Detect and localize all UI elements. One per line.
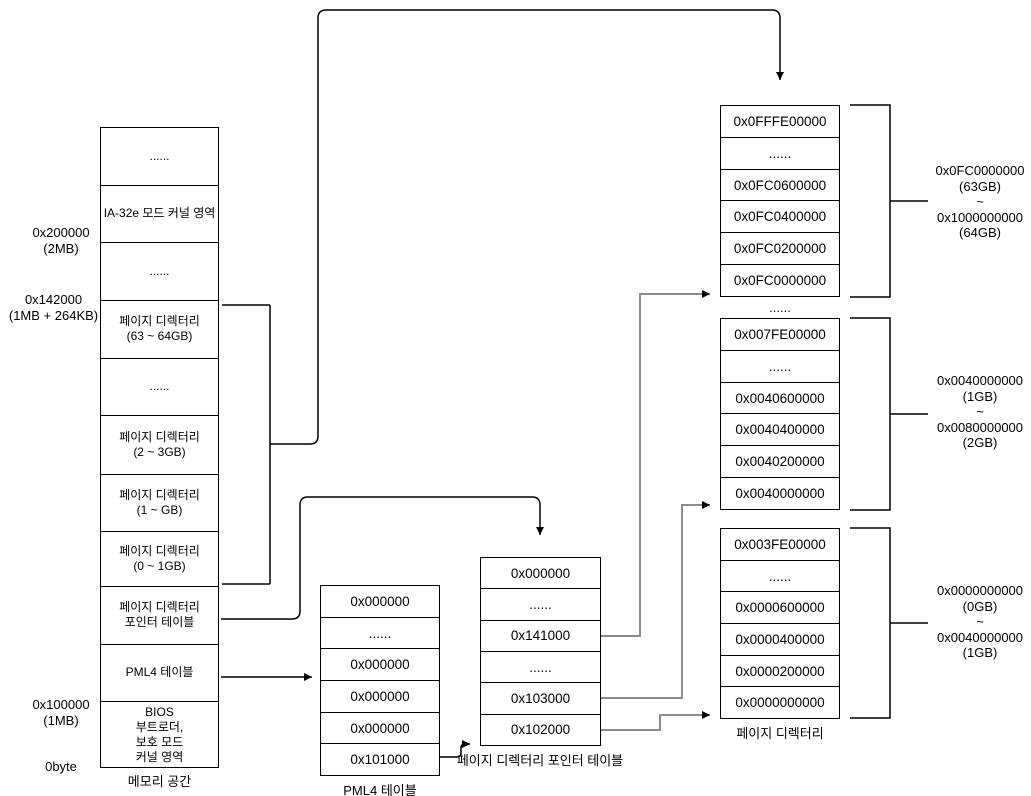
memory-row-pd-63-64gb: 페이지 디렉터리 (63 ~ 64GB) [101, 301, 218, 359]
pml4-table: 0x000000 ...... 0x000000 0x000000 0x0000… [320, 585, 440, 776]
pd-row: 0x0040200000 [721, 446, 839, 479]
pd-row: 0x0000600000 [721, 592, 839, 625]
memory-row-pd-0-1gb: 페이지 디렉터리 (0 ~ 1GB) [101, 532, 218, 587]
pd-row: 0x0FC0400000 [721, 201, 839, 234]
pd-row: 0x0000400000 [721, 624, 839, 656]
range-label-1-2gb: 0x0040000000 (1GB) ~ 0x0080000000 (2GB) [936, 373, 1024, 450]
pdpt-table: 0x000000 ...... 0x141000 ...... 0x103000… [480, 557, 601, 746]
pd-row: 0x0FFFE00000 [721, 106, 839, 138]
arrow-pdpt-141000-to-pd-63gb [601, 290, 710, 637]
pdpt-row: ...... [481, 652, 600, 684]
pd-row: 0x0FC0600000 [721, 170, 839, 202]
pd-row: 0x0000200000 [721, 656, 839, 688]
addr-label-142000: 0x142000 (1MB + 264KB) [8, 292, 99, 323]
pd-row: 0x0040000000 [735, 486, 825, 502]
arrow-pagedirs-to-top-block [270, 9, 784, 445]
pd-gap-ellipsis: ...... [769, 300, 791, 315]
pd-row: 0x0000000000 [735, 695, 825, 711]
page-directory-block-63-64gb: 0x0FFFE00000 ...... 0x0FC0600000 0x0FC04… [720, 105, 840, 297]
pd-row: 0x0040400000 [721, 414, 839, 447]
pdpt-row: 0x000000 [481, 558, 600, 590]
pd-row: 0x0040600000 [721, 383, 839, 415]
arrow-pdpt-103000-to-pd-1gb [601, 501, 710, 699]
pml4-row: 0x000000 [321, 713, 439, 745]
pd-row: 0x007FE00000 [721, 319, 839, 351]
memory-row: ...... [101, 243, 218, 301]
memory-space-box: ...... IA-32e 모드 커널 영역 ...... 페이지 디렉터리 (… [100, 127, 219, 768]
pd-row: 0x0FC0000000 [733, 273, 827, 289]
memory-row-ia32e-kernel: IA-32e 모드 커널 영역 [101, 186, 218, 243]
pd-row: ...... [721, 561, 839, 593]
arrow-pdpt-102000-to-pd-0gb [601, 711, 710, 731]
range-brackets [850, 104, 928, 719]
memory-pagedir-bracket [222, 304, 271, 585]
memory-row-pd-2-3gb: 페이지 디렉터리 (2 ~ 3GB) [101, 416, 218, 475]
pdpt-caption: 페이지 디렉터리 포인터 테이블 [456, 753, 624, 768]
pml4-caption: PML4 테이블 [343, 783, 417, 796]
pd-row: 0x0FC0200000 [721, 233, 839, 266]
memory-row: ...... [101, 359, 218, 416]
pdpt-row: ...... [481, 589, 600, 621]
page-directory-block-1-2gb: 0x007FE00000 ...... 0x0040600000 0x00404… [720, 318, 840, 510]
memory-row-pml4: PML4 테이블 [101, 645, 218, 702]
pdpt-row-102000: 0x102000 [510, 722, 571, 738]
memory-row-bios: BIOS 부트로더, 보호 모드 커널 영역 [135, 704, 184, 764]
range-label-0-1gb: 0x0000000000 (0GB) ~ 0x0040000000 (1GB) [936, 583, 1024, 660]
pml4-row: ...... [321, 618, 439, 650]
memory-row-pd-1-gb: 페이지 디렉터리 (1 ~ GB) [101, 475, 218, 532]
range-label-63-64gb: 0x0FC0000000 (63GB) ~ 0x1000000000 (64GB… [935, 163, 1025, 240]
addr-label-0byte: 0byte [45, 759, 77, 774]
pml4-row: 0x000000 [321, 681, 439, 713]
memory-space-caption: 메모리 공간 [127, 774, 192, 789]
memory-row-pdpt: 페이지 디렉터리 포인터 테이블 [101, 587, 218, 645]
pml4-row: 0x000000 [321, 586, 439, 618]
addr-label-2mb: 0x200000 (2MB) [32, 225, 90, 256]
pd-row: ...... [721, 138, 839, 170]
pdpt-row-141000: 0x141000 [481, 621, 600, 652]
page-directory-caption: 페이지 디렉터리 [736, 726, 824, 741]
addr-label-1mb: 0x100000 (1MB) [32, 697, 90, 728]
pml4-row-101000: 0x101000 [350, 752, 410, 768]
page-directory-block-0-1gb: 0x003FE00000 ...... 0x0000600000 0x00004… [720, 528, 840, 719]
pd-row: ...... [721, 351, 839, 383]
pdpt-row-103000: 0x103000 [481, 683, 600, 715]
memory-row: ...... [101, 128, 218, 186]
pd-row: 0x003FE00000 [721, 529, 839, 561]
pml4-row: 0x000000 [321, 649, 439, 682]
